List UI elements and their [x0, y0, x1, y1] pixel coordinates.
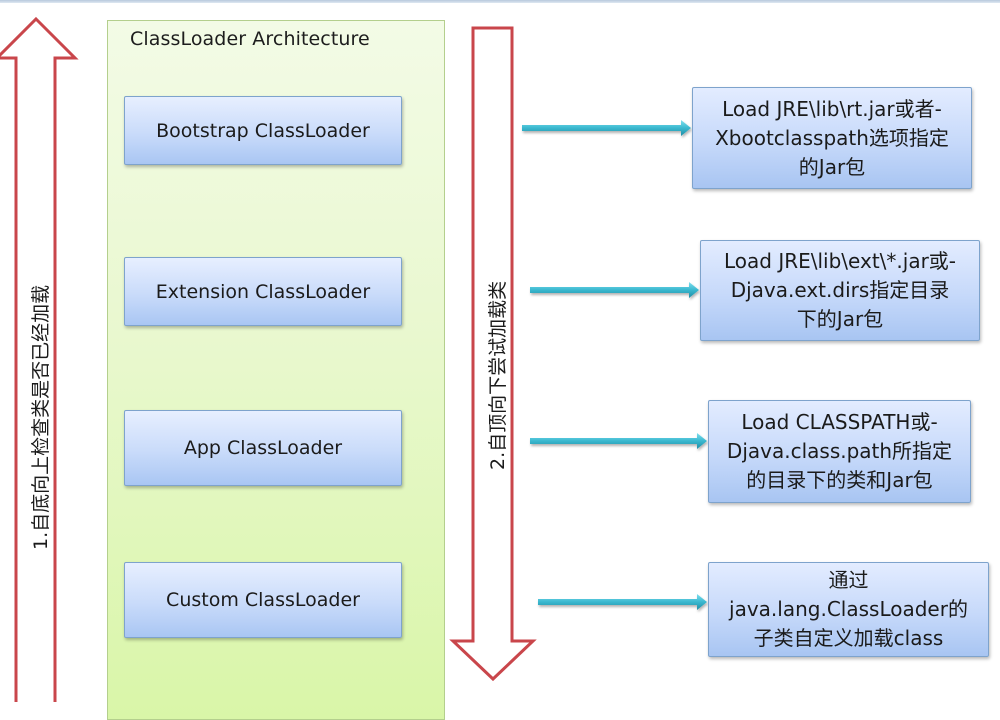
arrows-layer	[0, 16, 707, 702]
app-classloader-box: App ClassLoader	[124, 410, 402, 486]
top-border-line	[0, 0, 1000, 3]
loader-label: Custom ClassLoader	[166, 589, 360, 611]
description-line: 下的Jar包	[796, 307, 884, 331]
description-line: 的Jar包	[798, 154, 866, 179]
down-arrow-icon	[449, 26, 537, 682]
connector-arrow-icon	[522, 120, 691, 136]
up-arrow-icon	[0, 16, 79, 702]
description-line: Djava.ext.dirs指定目录	[730, 278, 950, 302]
description-line: Djava.class.path所指定	[726, 439, 953, 463]
description-line: Load CLASSPATH或-	[741, 410, 938, 434]
custom-classloader-box: Custom ClassLoader	[124, 562, 402, 638]
loader-label: App ClassLoader	[183, 437, 343, 459]
description-line: 的目录下的类和Jar包	[746, 468, 933, 492]
loader-label: Bootstrap ClassLoader	[156, 119, 370, 142]
description-line: 子类自定义加载class	[753, 626, 944, 650]
left-arrow-label: 1.自底向上检查类是否已经加载	[30, 284, 52, 550]
custom-description-box: 通过 java.lang.ClassLoader的 子类自定义加载class	[708, 562, 989, 657]
connector-arrow-icon	[538, 594, 707, 610]
description-line: Load JRE\lib\ext\*.jar或-	[723, 249, 957, 273]
right-arrow-label: 2.自顶向下尝试加载类	[487, 280, 509, 470]
extension-classloader-box: Extension ClassLoader	[124, 257, 402, 326]
bootstrap-classloader-box: Bootstrap ClassLoader	[124, 96, 402, 165]
connector-arrow-icon	[530, 282, 699, 298]
description-line: java.lang.ClassLoader的	[729, 597, 968, 621]
description-line: 通过	[828, 568, 869, 592]
description-line: Load JRE\lib\rt.jar或者-	[722, 96, 942, 121]
loader-label: Extension ClassLoader	[155, 280, 371, 303]
app-description-box: Load CLASSPATH或- Djava.class.path所指定 的目录…	[708, 400, 971, 503]
description-line: Xbootclasspath选项指定	[715, 125, 949, 150]
connector-arrow-icon	[530, 433, 707, 449]
panel-title: ClassLoader Architecture	[130, 28, 370, 50]
extension-description-box: Load JRE\lib\ext\*.jar或- Djava.ext.dirs指…	[700, 240, 980, 341]
bootstrap-description-box: Load JRE\lib\rt.jar或者- Xbootclasspath选项指…	[692, 87, 972, 189]
